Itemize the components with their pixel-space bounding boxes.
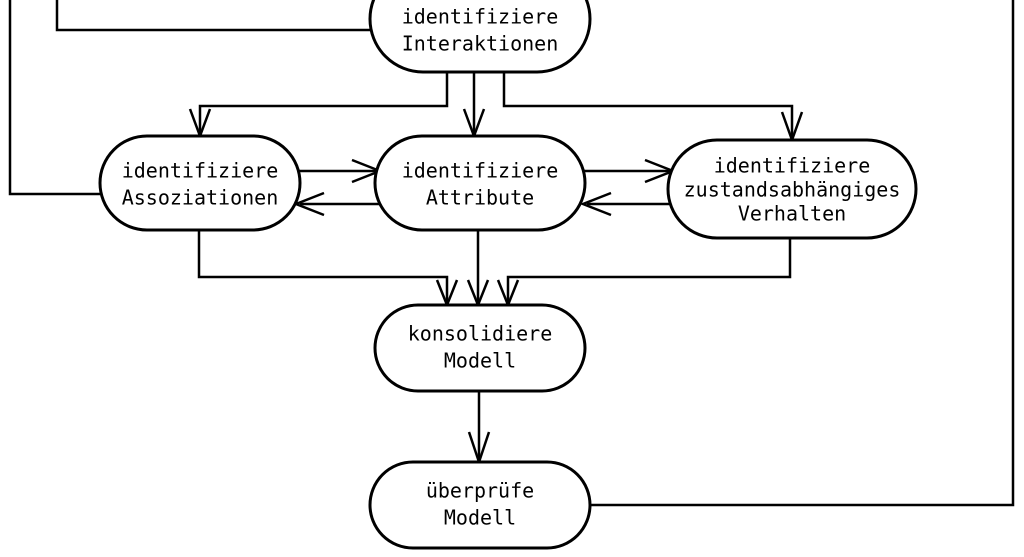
edge-interaktionen-feedback-left <box>55 0 370 32</box>
node-identifiziere-zustandsabhaengiges-verhalten[interactable]: identifiziere zustandsabhängiges Verhalt… <box>666 138 918 240</box>
node-label-ueberpruefe-line2: Modell <box>444 506 516 530</box>
edge-attribute-to-konsolidiere <box>466 230 490 309</box>
node-identifiziere-attribute[interactable]: identifiziere Attribute <box>373 134 587 232</box>
node-label-assoziationen-line1: identifiziere <box>122 159 279 183</box>
node-konsolidiere-modell[interactable]: konsolidiere Modell <box>373 303 587 393</box>
node-label-verhalten-line2: zustandsabhängiges <box>684 178 901 202</box>
edge-assoziationen-feedback-left <box>8 0 104 196</box>
node-label-attribute-line1: identifiziere <box>402 159 559 183</box>
edge-interaktionen-to-verhalten <box>502 72 804 144</box>
node-label-verhalten-line3: Verhalten <box>738 202 846 226</box>
node-label-assoziationen-line2: Assoziationen <box>122 186 279 210</box>
node-ueberpruefe-modell[interactable]: überprüfe Modell <box>368 460 592 550</box>
edge-konsolidiere-to-ueberpruefe <box>467 391 491 466</box>
edge-interaktionen-to-assoziationen <box>188 72 449 140</box>
edge-assoziationen-to-attribute <box>296 158 384 184</box>
node-label-attribute-line2: Attribute <box>426 186 534 210</box>
node-label-verhalten-line1: identifiziere <box>714 154 871 178</box>
edge-ueberpruefe-feedback-right <box>590 0 1015 507</box>
edge-verhalten-to-attribute <box>579 191 673 217</box>
node-label-interaktionen-line2: Interaktionen <box>402 32 559 56</box>
node-label-ueberpruefe-line1: überprüfe <box>426 479 534 503</box>
node-label-konsolidiere-line1: konsolidiere <box>408 322 553 346</box>
edge-attribute-to-assoziationen <box>292 191 380 217</box>
edge-attribute-to-verhalten <box>583 158 677 184</box>
node-identifiziere-interaktionen[interactable]: identifiziere Interaktionen <box>368 0 592 74</box>
node-identifiziere-assoziationen[interactable]: identifiziere Assoziationen <box>98 134 302 232</box>
node-label-interaktionen-line1: identifiziere <box>402 5 559 29</box>
edge-verhalten-to-konsolidiere <box>496 238 792 309</box>
node-label-konsolidiere-line2: Modell <box>444 349 516 373</box>
edge-assoziationen-to-konsolidiere <box>197 230 459 309</box>
edge-interaktionen-to-attribute <box>462 72 486 140</box>
